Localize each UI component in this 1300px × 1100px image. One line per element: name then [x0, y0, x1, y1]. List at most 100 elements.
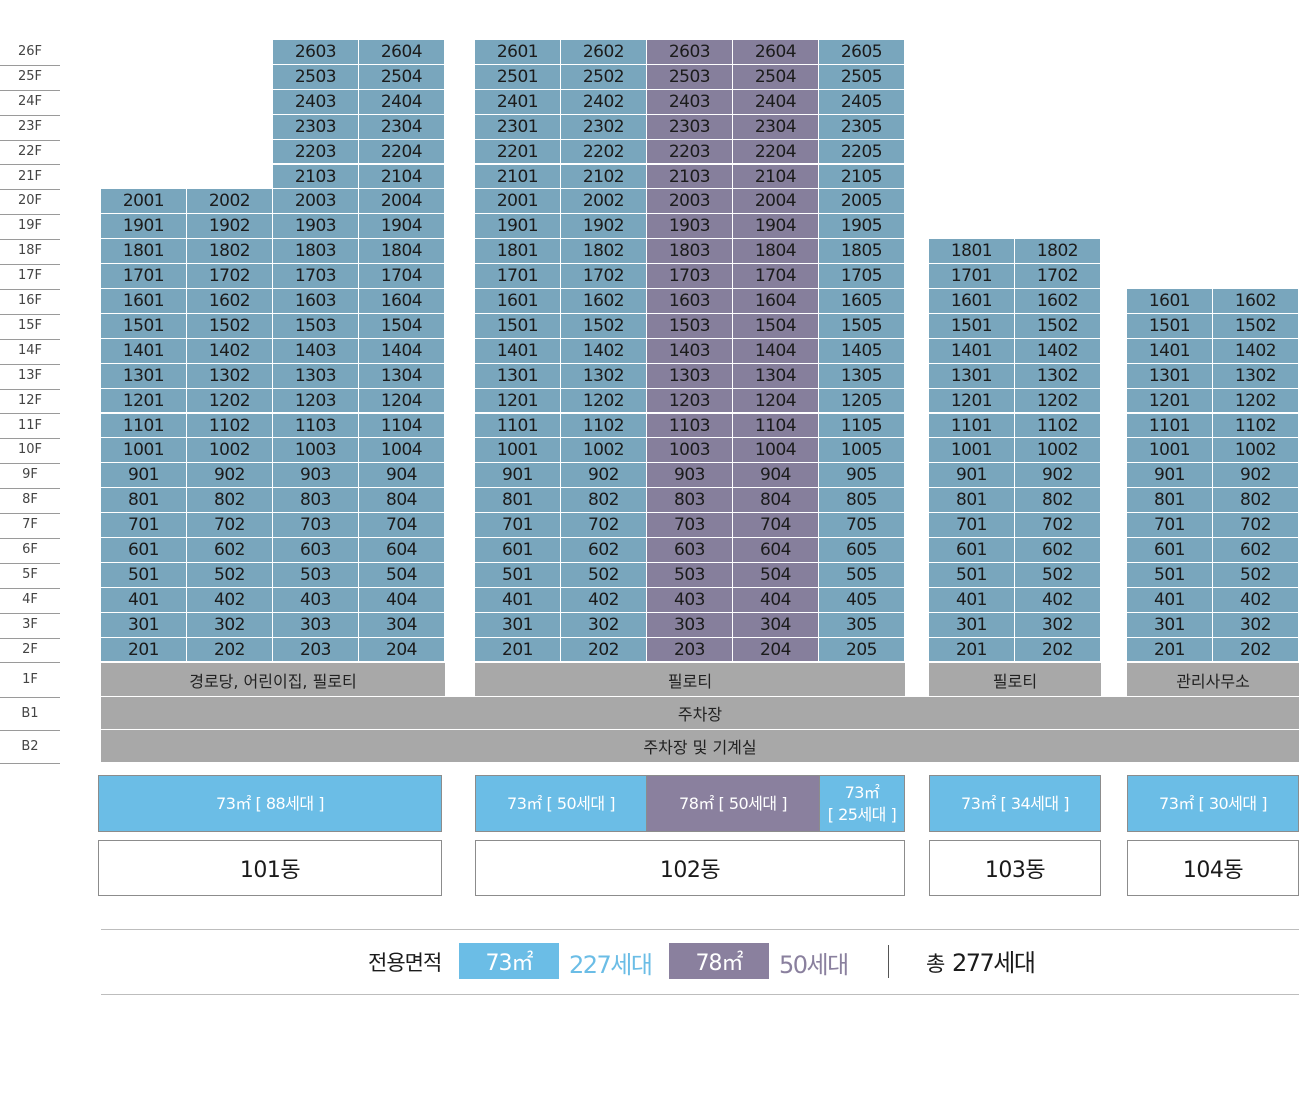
- unit-cell: 2604: [733, 40, 819, 65]
- legend-total-prefix: 총: [926, 952, 945, 976]
- unit-cell: 2001: [101, 189, 187, 215]
- unit-cell: 1303: [647, 363, 733, 389]
- unit-cell: 1502: [1015, 313, 1101, 339]
- unit-cell: 2603: [647, 40, 733, 65]
- unit-cell: 1602: [1213, 289, 1299, 314]
- unit-cell: 302: [1015, 612, 1101, 638]
- unit-cell: 803: [647, 488, 733, 514]
- unit-cell: 1403: [647, 338, 733, 364]
- floor-label: 9F: [0, 463, 60, 490]
- unit-cell: 201: [101, 637, 187, 663]
- unit-cell: 401: [475, 587, 561, 613]
- unit-cell: 1501: [1127, 313, 1213, 339]
- unit-cell: 1204: [733, 388, 819, 414]
- unit-cell: 1502: [187, 313, 273, 339]
- unit-type-box: 73㎡ [ 50세대 ]: [475, 775, 647, 832]
- unit-cell: 1904: [359, 214, 445, 240]
- unit-cell: 1503: [273, 313, 359, 339]
- unit-cell: 1902: [187, 214, 273, 240]
- unit-cell: 1003: [647, 438, 733, 464]
- unit-cell: 804: [733, 488, 819, 514]
- unit-cell: 301: [101, 612, 187, 638]
- unit-cell: 1401: [1127, 338, 1213, 364]
- unit-cell: 2405: [819, 89, 905, 115]
- unit-cell: 502: [187, 562, 273, 588]
- ground-floor-4: 관리사무소: [1127, 663, 1299, 697]
- unit-cell: 502: [1213, 562, 1299, 588]
- unit-cell: 1202: [561, 388, 647, 414]
- floor-label: 6F: [0, 538, 60, 564]
- unit-cell: 1605: [819, 289, 905, 314]
- unit-cell: 701: [929, 513, 1015, 538]
- unit-cell: 2604: [359, 40, 445, 65]
- unit-cell: 2505: [819, 64, 905, 90]
- floor-label: 23F: [0, 115, 60, 141]
- unit-cell: 801: [1127, 488, 1213, 514]
- unit-cell: 1401: [101, 338, 187, 364]
- building-name-box: 103동: [929, 840, 1101, 896]
- unit-cell: 1001: [475, 438, 561, 464]
- unit-cell: 1704: [733, 264, 819, 289]
- unit-cell: 2001: [475, 189, 561, 215]
- unit-cell: 904: [359, 463, 445, 489]
- unit-cell: 2302: [561, 114, 647, 140]
- unit-cell: 2103: [647, 164, 733, 190]
- unit-cell: 1002: [1213, 438, 1299, 464]
- floor-label: 24F: [0, 90, 60, 116]
- floor-label: 2F: [0, 638, 60, 664]
- unit-cell: 1803: [273, 239, 359, 265]
- unit-cell: 2603: [273, 40, 359, 65]
- unit-cell: 1601: [101, 289, 187, 314]
- unit-type-label: 73㎡ [ 34세대 ]: [961, 793, 1069, 813]
- unit-cell: 1302: [187, 363, 273, 389]
- unit-cell: 201: [1127, 637, 1213, 663]
- unit-cell: 1104: [359, 413, 445, 439]
- unit-cell: 902: [187, 463, 273, 489]
- unit-cell: 2105: [819, 164, 905, 190]
- floor-label: 10F: [0, 438, 60, 465]
- legend-top-rule: [101, 929, 1299, 930]
- unit-cell: 2504: [359, 64, 445, 90]
- unit-cell: 405: [819, 587, 905, 613]
- floor-label: 25F: [0, 65, 60, 91]
- unit-cell: 602: [1015, 538, 1101, 563]
- unit-cell: 2601: [475, 40, 561, 65]
- unit-cell: 401: [1127, 587, 1213, 613]
- unit-cell: 2303: [273, 114, 359, 140]
- unit-type-box: 73㎡ [ 88세대 ]: [98, 775, 442, 832]
- legend-chip-73-label: 73㎡: [485, 951, 534, 976]
- ground-floor-1: 경로당, 어린이집, 필로티: [101, 663, 445, 697]
- unit-cell: 1701: [101, 264, 187, 289]
- unit-cell: 2205: [819, 139, 905, 165]
- unit-cell: 1705: [819, 264, 905, 289]
- unit-cell: 1904: [733, 214, 819, 240]
- floor-label: B2: [0, 730, 60, 764]
- unit-cell: 1903: [647, 214, 733, 240]
- unit-cell: 303: [273, 612, 359, 638]
- unit-cell: 701: [1127, 513, 1213, 538]
- unit-cell: 1501: [475, 313, 561, 339]
- unit-cell: 1301: [929, 363, 1015, 389]
- unit-cell: 1203: [647, 388, 733, 414]
- unit-cell: 1001: [929, 438, 1015, 464]
- unit-cell: 501: [475, 562, 561, 588]
- unit-cell: 601: [1127, 538, 1213, 563]
- unit-cell: 205: [819, 637, 905, 663]
- floor-label: 18F: [0, 239, 60, 266]
- unit-cell: 202: [1213, 637, 1299, 663]
- unit-cell: 503: [273, 562, 359, 588]
- unit-cell: 2602: [561, 40, 647, 65]
- unit-cell: 1404: [733, 338, 819, 364]
- unit-cell: 2101: [475, 164, 561, 190]
- unit-cell: 1101: [475, 413, 561, 439]
- unit-cell: 504: [733, 562, 819, 588]
- legend-chip-73: 73㎡: [459, 943, 559, 979]
- unit-cell: 602: [1213, 538, 1299, 563]
- unit-cell: 304: [359, 612, 445, 638]
- unit-cell: 303: [647, 612, 733, 638]
- unit-cell: 502: [1015, 562, 1101, 588]
- building-name: 104동: [1182, 858, 1244, 883]
- unit-cell: 1001: [1127, 438, 1213, 464]
- unit-cell: 901: [1127, 463, 1213, 489]
